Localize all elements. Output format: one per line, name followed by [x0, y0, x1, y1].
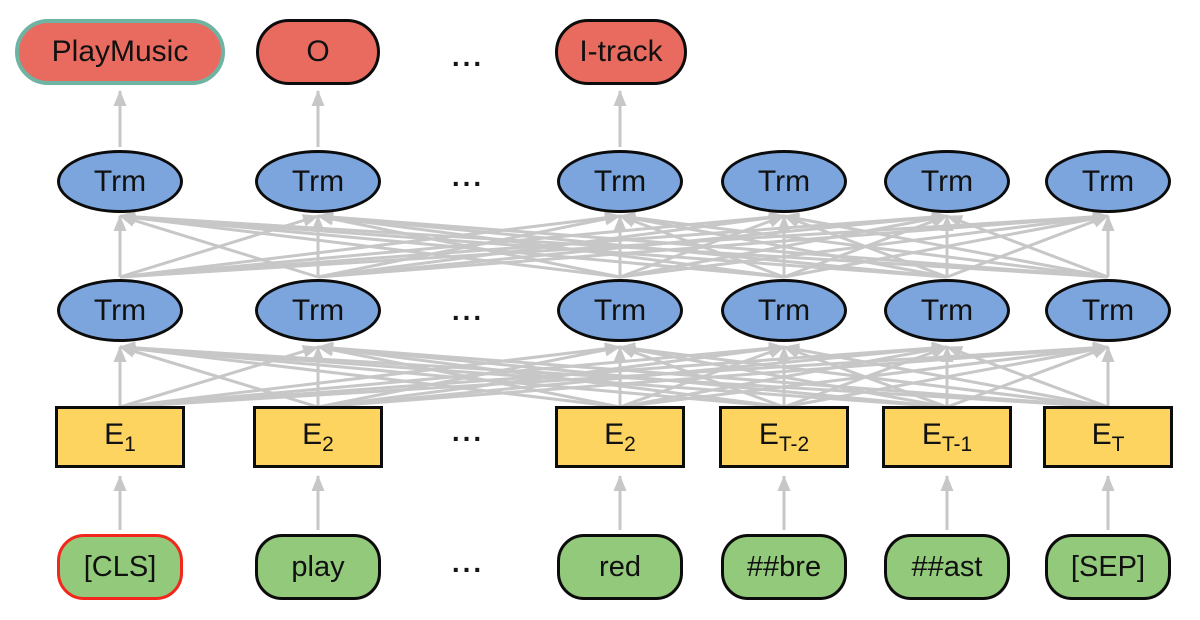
- token-node-cls: [CLS]: [57, 534, 183, 600]
- trm-label: Trm: [593, 293, 647, 327]
- output-label: I-track: [579, 35, 663, 68]
- trm-node-l1-c5: Trm: [884, 279, 1010, 342]
- ellipsis-output-row: ...: [451, 41, 485, 72]
- trm-label: Trm: [93, 164, 147, 198]
- token-node-play: play: [255, 534, 381, 600]
- output-node-playmusic: PlayMusic: [15, 19, 225, 85]
- trm-label: Trm: [920, 164, 974, 198]
- trm-label: Trm: [593, 164, 647, 198]
- embedding-subscript: T: [1111, 432, 1125, 456]
- embedding-node-e1: E1: [55, 406, 185, 468]
- trm-node-l2-c3: Trm: [557, 150, 683, 213]
- embedding-node-e2b: E2: [555, 406, 685, 468]
- embedding-label: E: [1091, 417, 1112, 451]
- trm-node-l1-c4: Trm: [721, 279, 847, 342]
- output-label: O: [306, 35, 330, 68]
- token-label: red: [599, 550, 641, 583]
- embedding-label: E: [604, 417, 625, 451]
- embedding-subscript: 1: [124, 432, 136, 456]
- trm-label: Trm: [291, 164, 345, 198]
- embedding-label: E: [758, 417, 779, 451]
- trm-label: Trm: [1081, 293, 1135, 327]
- embedding-node-e2: E2: [253, 406, 383, 468]
- trm-label: Trm: [1081, 164, 1135, 198]
- embedding-label: E: [302, 417, 323, 451]
- output-node-o: O: [256, 19, 380, 85]
- ellipsis-trm-l2-row: ...: [451, 161, 485, 192]
- token-label: [CLS]: [83, 550, 157, 583]
- ellipsis-embedding-row: ...: [451, 416, 485, 447]
- embedding-node-et-2: ET-2: [719, 406, 849, 468]
- ellipsis-token-row: ...: [451, 547, 485, 578]
- trm-label: Trm: [757, 293, 811, 327]
- embedding-node-et-1: ET-1: [882, 406, 1012, 468]
- trm-node-l2-c4: Trm: [721, 150, 847, 213]
- token-label: play: [291, 550, 345, 583]
- embedding-label: E: [921, 417, 942, 451]
- token-node-ast: ##ast: [884, 534, 1010, 600]
- embedding-node-et: ET: [1043, 406, 1173, 468]
- token-node-red: red: [557, 534, 683, 600]
- trm-node-l2-c1: Trm: [57, 150, 183, 213]
- embedding-label: E: [104, 417, 125, 451]
- token-label: ##bre: [746, 550, 822, 583]
- embedding-subscript: T-1: [941, 432, 973, 456]
- output-label: PlayMusic: [51, 35, 189, 68]
- trm-node-l1-c2: Trm: [255, 279, 381, 342]
- ellipsis-trm-l1-row: ...: [451, 295, 485, 326]
- token-label: [SEP]: [1070, 550, 1146, 583]
- trm-node-l1-c6: Trm: [1045, 279, 1171, 342]
- trm-node-l1-c1: Trm: [57, 279, 183, 342]
- token-node-bre: ##bre: [721, 534, 847, 600]
- token-label: ##ast: [911, 550, 983, 583]
- embedding-subscript: 2: [624, 432, 636, 456]
- trm-node-l2-c6: Trm: [1045, 150, 1171, 213]
- trm-label: Trm: [291, 293, 345, 327]
- token-node-sep: [SEP]: [1045, 534, 1171, 600]
- embedding-subscript: T-2: [778, 432, 810, 456]
- trm-label: Trm: [93, 293, 147, 327]
- embedding-subscript: 2: [322, 432, 334, 456]
- trm-label: Trm: [757, 164, 811, 198]
- trm-node-l2-c2: Trm: [255, 150, 381, 213]
- trm-node-l1-c3: Trm: [557, 279, 683, 342]
- trm-label: Trm: [920, 293, 974, 327]
- trm-node-l2-c5: Trm: [884, 150, 1010, 213]
- output-node-i-track: I-track: [555, 19, 687, 85]
